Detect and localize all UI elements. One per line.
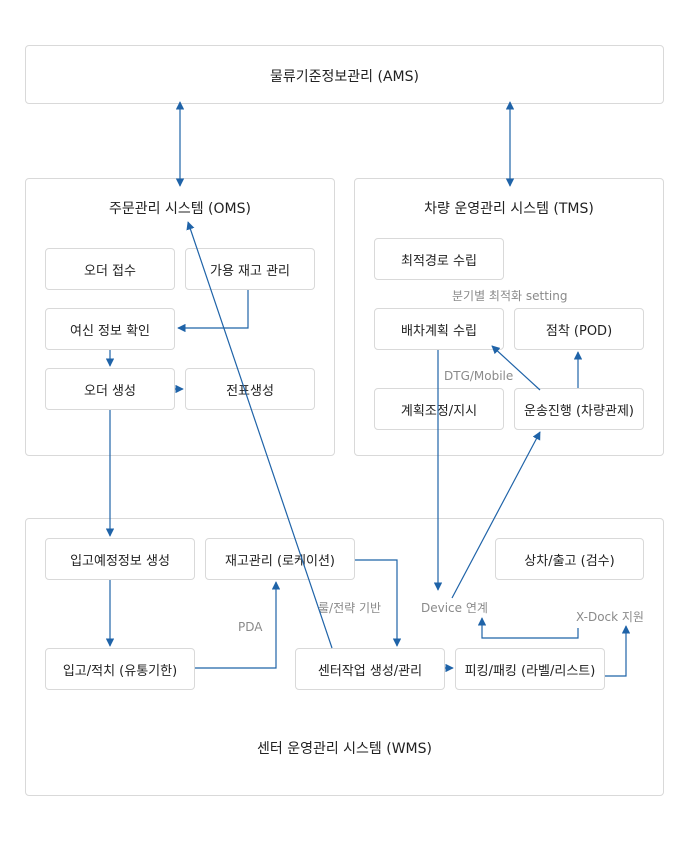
order-receipt-box: 오더 접수: [45, 248, 175, 290]
plan-adjust-box: 계획조정/지시: [374, 388, 504, 430]
oms-title: 주문관리 시스템 (OMS): [109, 201, 251, 217]
picking-box: 피킹/패킹 (라벨/리스트): [455, 648, 605, 690]
putaway-box: 입고/적치 (유통기한): [45, 648, 195, 690]
tms-title: 차량 운영관리 시스템 (TMS): [424, 201, 594, 217]
route-plan-box: 최적경로 수립: [374, 238, 504, 280]
credit-check-box: 여신 정보 확인: [45, 308, 175, 350]
rule-strategy-label: 룰/전략 기반: [318, 601, 382, 615]
xdock-label: X-Dock 지원: [576, 610, 644, 624]
slip-create-box: 전표생성: [185, 368, 315, 410]
available-stock-box: 가용 재고 관리: [185, 248, 315, 290]
pda-label: PDA: [238, 620, 263, 634]
dtg-mobile-label: DTG/Mobile: [444, 369, 514, 383]
arrival-pod-box: 점착 (POD): [514, 308, 644, 350]
inbound-plan-box: 입고예정정보 생성: [45, 538, 195, 580]
ams-title: 물류기준정보관리 (AMS): [270, 69, 419, 85]
wms-title: 센터 운영관리 시스템 (WMS): [256, 741, 432, 757]
inventory-box: 재고관리 (로케이션): [205, 538, 355, 580]
device-link-label: Device 연계: [421, 601, 488, 615]
transport-progress-box: 운송진행 (차량관제): [514, 388, 644, 430]
ams-panel: 물류기준정보관리 (AMS): [25, 45, 664, 104]
dispatch-plan-box: 배차계획 수립: [374, 308, 504, 350]
loading-box: 상차/출고 (검수): [495, 538, 644, 580]
order-create-box: 오더 생성: [45, 368, 175, 410]
center-work-box: 센터작업 생성/관리: [295, 648, 445, 690]
branch-setting-label: 분기별 최적화 setting: [452, 289, 568, 303]
